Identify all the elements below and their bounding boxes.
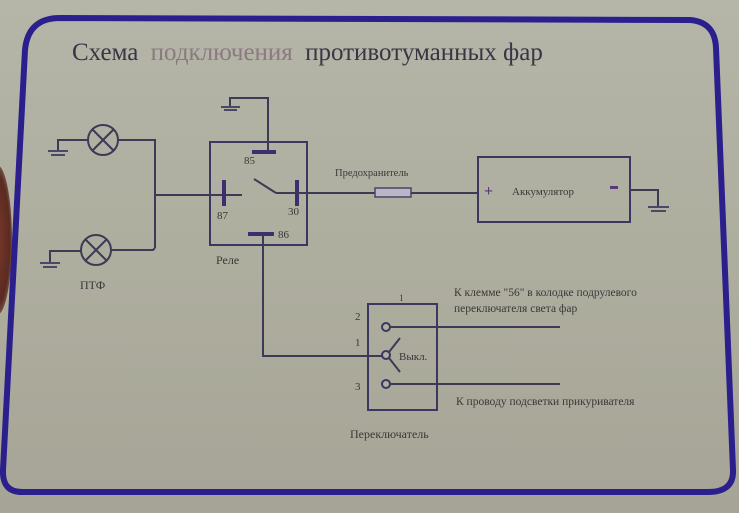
title-part2: подключения: [151, 39, 294, 66]
switch-body[interactable]: [367, 303, 438, 411]
battery: + Аккумулятор: [477, 156, 669, 223]
title-part3: противотуманных фар: [305, 39, 543, 66]
fog-lamp-2: [40, 234, 156, 268]
switch-lever-down: [388, 357, 401, 373]
fog-lamps-label: ПТФ: [80, 278, 105, 292]
switch-terminal-3: [381, 379, 391, 389]
note-to-terminal-56: К клемме "56" в колодке подрулевого: [454, 287, 637, 299]
relay-switch-arm: [253, 178, 277, 194]
fuse-label: Предохранитель: [335, 168, 409, 179]
title-part1: Схема: [72, 39, 138, 66]
relay-pin-87-label: 87: [217, 210, 229, 222]
note-to-terminal-56-line2: переключателя света фар: [454, 303, 577, 315]
ground-icon: [40, 262, 60, 268]
battery-label: Аккумулятор: [512, 186, 575, 198]
note-to-lighter-wire: К проводу подсветки прикуривателя: [456, 396, 635, 408]
relay: 85 87 30 86 Реле: [209, 97, 308, 267]
ground-icon: [48, 150, 68, 156]
wire-battery-to-ground: [630, 189, 659, 206]
switch-pin-3-label: 3: [355, 381, 361, 393]
switch-pin-1-label: 1: [355, 337, 361, 349]
switch-terminal-2: [381, 322, 391, 332]
fog-lamp-1: [48, 124, 156, 248]
switch[interactable]: 1 2 1 Выкл. 3 Переключатель: [350, 293, 560, 441]
relay-pin-86-label: 86: [278, 229, 290, 241]
diagram-frame: [0, 14, 737, 495]
wire-86-to-switch: [262, 234, 384, 357]
fuse-icon: [374, 187, 412, 198]
switch-pin-2-label: 2: [355, 311, 361, 323]
ground-icon: [648, 206, 669, 212]
photo-finger-shadow: [0, 165, 12, 315]
relay-pin-85-label: 85: [244, 155, 256, 167]
switch-label: Переключатель: [350, 427, 429, 441]
relay-pin-30-label: 30: [288, 206, 300, 218]
switch-top-mark: 1: [399, 293, 404, 303]
battery-plus-icon: +: [484, 183, 493, 200]
wire-85-to-ground: [229, 97, 269, 152]
switch-state-label: Выкл.: [399, 351, 428, 363]
switch-terminal-1: [381, 350, 391, 360]
relay-label: Реле: [216, 253, 239, 267]
ground-icon: [221, 106, 240, 111]
switch-lever-up: [388, 337, 401, 353]
battery-minus-icon: [610, 186, 618, 189]
diagram-title: Схема подключения противотуманных фар: [72, 39, 543, 66]
